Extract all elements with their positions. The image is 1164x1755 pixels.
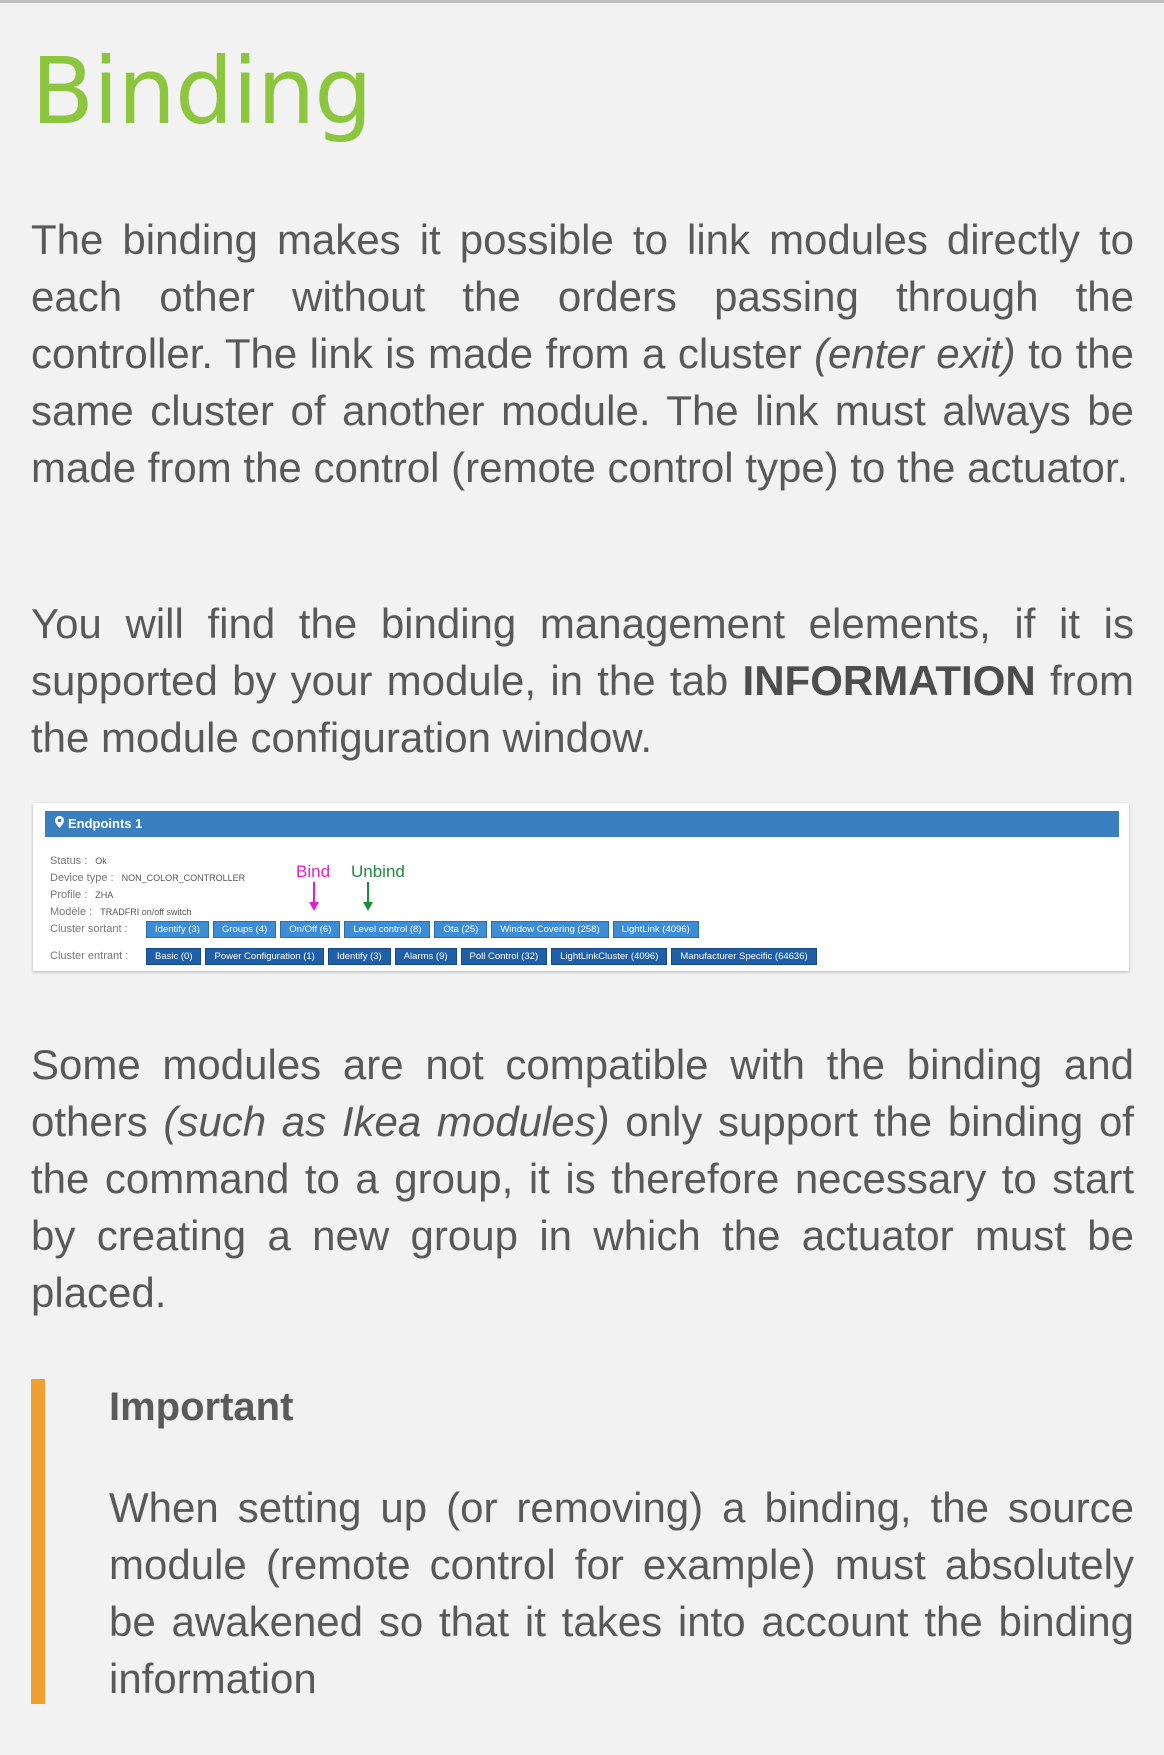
cluster-out-list: Identify (3)Groups (4)On/Off (6)Level co… — [146, 921, 699, 938]
device-type-value: NON_COLOR_CONTROLLER — [121, 873, 246, 883]
cluster-chip[interactable]: Level control (8) — [344, 921, 431, 938]
device-type-label: Device type : — [50, 872, 114, 884]
compatibility-paragraph: Some modules are not compatible with the… — [31, 1036, 1134, 1321]
unbind-annotation: Unbind — [351, 862, 405, 881]
cluster-chip[interactable]: Manufacturer Specific (64636) — [671, 948, 817, 965]
cluster-chip[interactable]: Window Covering (258) — [491, 921, 609, 938]
compatibility-emphasis: (such as Ikea modules) — [163, 1098, 610, 1145]
cluster-chip[interactable]: Ota (25) — [434, 921, 488, 938]
compatibility-text-end: only support the binding of the command … — [31, 1098, 1134, 1316]
bind-arrow-icon — [309, 882, 319, 911]
intro-text-end: to the same cluster of another module. T… — [31, 330, 1134, 491]
profile-label: Profile : — [50, 889, 88, 901]
cluster-out-label: Cluster sortant : — [50, 923, 128, 935]
important-text: When setting up (or removing) a binding,… — [109, 1484, 1134, 1702]
profile-value: ZHA — [95, 890, 114, 900]
intro-text: The binding makes it possible to link mo… — [31, 216, 1134, 377]
model-label: Modèle : — [50, 906, 93, 918]
endpoints-screenshot: Endpoints 1 Status : Ok Device type : NON_… — [33, 803, 1129, 971]
cluster-chip[interactable]: LightLink (4096) — [612, 921, 699, 938]
profile-row: Profile : ZHA — [50, 889, 113, 901]
location-text: You will find the binding management ele… — [31, 600, 1134, 704]
cluster-chip[interactable]: On/Off (6) — [280, 921, 341, 938]
cluster-chip[interactable]: Identify (3) — [327, 948, 391, 965]
unbind-arrow-icon — [363, 882, 373, 911]
cluster-out-row: Cluster sortant : — [50, 923, 128, 935]
top-divider — [0, 0, 1164, 3]
cluster-chip[interactable]: Groups (4) — [212, 921, 277, 938]
model-value: TRADFRI on/off switch — [100, 907, 192, 917]
status-row: Status : Ok — [50, 855, 107, 867]
device-type-row: Device type : NON_COLOR_CONTROLLER — [50, 872, 245, 884]
bind-annotation: Bind — [296, 862, 331, 881]
model-row: Modèle : TRADFRI on/off switch — [50, 906, 192, 918]
cluster-chip[interactable]: Power Configuration (1) — [205, 948, 324, 965]
map-pin-icon — [55, 811, 64, 837]
cluster-chip[interactable]: Poll Control (32) — [460, 948, 548, 965]
information-tab-name: INFORMATION — [742, 657, 1036, 704]
cluster-in-label: Cluster entrant : — [50, 950, 129, 962]
cluster-in-row: Cluster entrant : — [50, 950, 128, 962]
status-label: Status : — [50, 855, 88, 867]
cluster-chip[interactable]: Identify (3) — [146, 921, 209, 938]
cluster-in-list: Basic (0)Power Configuration (1)Identify… — [146, 948, 817, 965]
location-paragraph: You will find the binding management ele… — [31, 595, 1134, 766]
cluster-chip[interactable]: LightLinkCluster (4096) — [551, 948, 668, 965]
endpoints-header: Endpoints 1 — [45, 811, 1119, 837]
intro-emphasis: (enter exit) — [814, 330, 1016, 377]
cluster-chip[interactable]: Alarms (9) — [394, 948, 457, 965]
compatibility-text: Some modules are not compatible with the… — [31, 1041, 1134, 1145]
cluster-chip[interactable]: Basic (0) — [146, 948, 202, 965]
location-text-end: from the module configuration window. — [31, 657, 1134, 761]
endpoints-title: Endpoints 1 — [68, 816, 143, 831]
status-value: Ok — [95, 856, 107, 866]
page-title: Binding — [31, 38, 373, 145]
intro-paragraph: The binding makes it possible to link mo… — [31, 211, 1134, 496]
important-title: Important — [109, 1385, 294, 1429]
important-accent-bar — [31, 1379, 45, 1704]
